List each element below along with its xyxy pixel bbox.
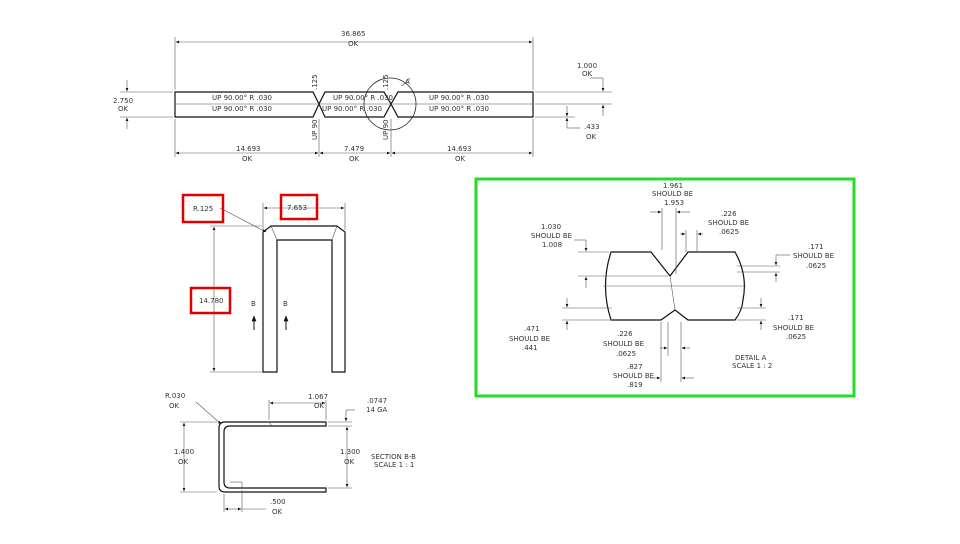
width-dim: 2.750 [113, 97, 133, 105]
section-channel-outer [218, 421, 327, 493]
seg-left-status: OK [242, 155, 253, 163]
section-bb-title: SECTION B-B [371, 453, 416, 461]
detail-notch-bot-dim: .226 [617, 330, 633, 338]
detail-lower-right-dim: .171 [788, 314, 804, 322]
detail-top-dim: 1.961 [663, 182, 683, 190]
side-height-dim: 14.780 [199, 297, 224, 305]
detail-a-callout-circle [363, 77, 417, 131]
detail-lower-right-should: SHOULD BE [773, 324, 814, 332]
section-outer-height-dim: 1.400 [174, 448, 194, 456]
width-status: OK [118, 105, 129, 113]
bend-note-mid-bottom: UP 90.00° R .030 [322, 105, 382, 113]
section-outer-height-status: OK [178, 458, 189, 466]
right-offset-status: OK [586, 133, 597, 141]
detail-notch-top-correct: .0625 [719, 228, 739, 236]
detail-notch-bot-should: SHOULD BE [603, 340, 644, 348]
detail-right-correct: .0625 [806, 262, 826, 270]
bend-note-left-top: UP 90.00° R .030 [212, 94, 272, 102]
width-highlight-box [279, 193, 319, 221]
right-tab-dim: 1.000 [577, 62, 597, 70]
side-radius-dim: R.125 [193, 205, 213, 213]
radius-highlight-box [181, 193, 225, 224]
overall-length-status: OK [348, 40, 359, 48]
detail-a-letter: A [405, 78, 410, 86]
detail-notch-bot-correct: .0625 [616, 350, 636, 358]
detail-a-scale: SCALE 1 : 2 [732, 362, 772, 370]
section-inner-height-status: OK [344, 458, 355, 466]
section-gauge: 14 GA [366, 406, 388, 414]
seg-mid-status: OK [349, 155, 360, 163]
seg-mid-dim: 7.479 [344, 145, 364, 153]
detail-left-should: SHOULD BE [531, 232, 572, 240]
side-view: B B R.125 7.653 14.780 [181, 193, 346, 373]
detail-lower-right-correct: .0625 [786, 333, 806, 341]
side-width-dim: 7.653 [287, 204, 307, 212]
seg-left-dim: 14.693 [236, 145, 261, 153]
detail-bottom-dim: .827 [627, 363, 643, 371]
detail-right-should: SHOULD BE [793, 252, 834, 260]
section-bottom-dim: .500 [270, 498, 286, 506]
detail-notch-top-should: SHOULD BE [708, 219, 749, 227]
height-highlight-box [189, 286, 232, 315]
detail-left-correct: 1.008 [542, 241, 562, 249]
detail-top-correct: 1.953 [664, 199, 684, 207]
detail-notch-top-dim: .226 [721, 210, 737, 218]
seg-right-dim: 14.693 [447, 145, 472, 153]
vertical-bend-note-left: UP 90 [311, 120, 319, 140]
section-bb-scale: SCALE 1 : 1 [374, 461, 414, 469]
bend-note-left-bottom: UP 90.00° R .030 [212, 105, 272, 113]
vertical-bend-note-right: UP 90 [382, 120, 390, 140]
overall-length-dim: 36.865 [341, 30, 366, 38]
section-thickness-dim: .0747 [367, 397, 387, 405]
bend-note-mid-top: UP 90.00° R .030 [333, 94, 393, 102]
detail-bottom-correct: .819 [627, 381, 643, 389]
vertical-dim-detail: .125 [382, 74, 390, 90]
detail-a-view: 1.961 SHOULD BE 1.953 .226 SHOULD BE .06… [474, 177, 856, 398]
bend-note-right-bottom: UP 90.00° R .030 [429, 105, 489, 113]
section-radius-dim: R.030 [165, 392, 185, 400]
detail-right-dim: .171 [808, 243, 824, 251]
detail-a-highlight-box [474, 177, 856, 398]
bend-note-right-top: UP 90.00° R .030 [429, 94, 489, 102]
detail-left-dim: 1.030 [541, 223, 561, 231]
section-arrow-left-label: B [251, 300, 256, 308]
detail-lower-left-should: SHOULD BE [509, 335, 550, 343]
detail-a-title: DETAIL A [735, 354, 767, 362]
section-radius-status: OK [169, 402, 180, 410]
flat-strip-outline [174, 91, 534, 118]
section-bb-view: R.030 OK 1.067 OK .0747 14 GA 1.400 OK 1… [165, 392, 416, 516]
section-inner-height-dim: 1.300 [340, 448, 360, 456]
section-length-dim: 1.067 [308, 393, 328, 401]
vertical-dim-125: .125 [311, 74, 319, 90]
detail-lower-left-dim: .471 [524, 325, 540, 333]
side-view-outer [262, 225, 346, 373]
flat-pattern-view: A UP 90.00° R .030 UP 90.00° R .030 UP 9… [113, 30, 612, 163]
detail-lower-left-correct: .441 [522, 344, 538, 352]
right-tab-status: OK [582, 70, 593, 78]
detail-bottom-should: SHOULD BE [613, 372, 654, 380]
detail-a-leader [401, 77, 411, 87]
section-bottom-status: OK [272, 508, 283, 516]
seg-right-status: OK [455, 155, 466, 163]
right-offset-dim: .433 [584, 123, 600, 131]
section-length-status: OK [314, 402, 325, 410]
section-arrow-right-label: B [283, 300, 288, 308]
detail-top-should: SHOULD BE [652, 190, 693, 198]
